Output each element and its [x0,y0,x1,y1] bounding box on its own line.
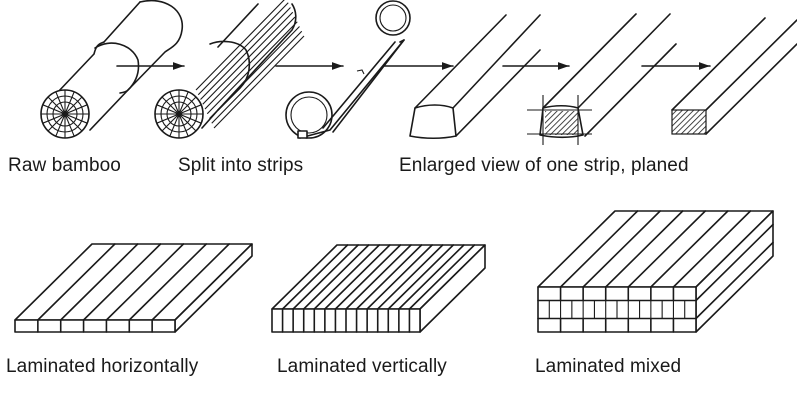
spoke-line [47,96,66,115]
spoke-line [42,113,66,124]
strip-line [213,35,305,129]
strip-line [209,26,300,119]
board-strip-line [292,244,359,310]
strip-line [206,21,298,115]
board-strip-line [650,210,729,288]
spoke-line [161,113,180,132]
spoke-line [178,91,189,115]
label-laminated-horizontally: Laminated horizontally [6,356,199,377]
board-strip-line [398,244,465,310]
board-strip-line [627,210,707,288]
spoke-line [178,96,197,115]
spoke-line [178,113,189,137]
strip-line [200,7,291,100]
board-strip-line [313,244,381,310]
board-strip-line [355,244,423,310]
board-strip-line [105,243,185,321]
board-strip-line [302,244,370,310]
spoke-line [64,96,83,115]
board-strip-line [345,244,412,310]
board-strip-line [334,244,402,310]
board-strip-line [582,210,661,288]
spoke-line [178,113,202,124]
layer-side-line [695,223,774,302]
label-raw-bamboo: Raw bamboo [8,155,121,176]
spoke-line [161,96,180,115]
board-strip-line [408,244,476,310]
strip-line [202,11,294,105]
spoke-line [55,91,66,115]
board-strip-line [559,210,639,288]
laminated-horizontally-board [14,243,253,333]
label-laminated-mixed: Laminated mixed [535,356,682,377]
board-front-face [14,319,176,333]
spoke-line [64,113,88,124]
board-strip-line [128,243,208,321]
board-strip-line [376,244,444,310]
bamboo-cross-section [40,89,90,139]
board-strip-line [672,210,752,288]
final-strip-illustration [671,17,797,135]
spoke-line [178,113,197,132]
strip-line [204,16,296,110]
board-strip-line [366,244,433,310]
spoke-line [178,104,202,115]
spoke-line [42,104,66,115]
spoke-line [64,104,88,115]
spoke-line [156,113,180,124]
strip-line [197,2,289,96]
strip-line [211,30,303,124]
laminated-mixed-board [537,210,774,333]
spoke-line [55,113,66,137]
label-laminated-vertically: Laminated vertically [277,356,447,377]
split-bamboo-illustration [154,0,305,139]
spoke-line [64,113,83,132]
label-enlarged-strip: Enlarged view of one strip, planed [399,155,689,176]
raw-bamboo-illustration [40,0,183,139]
spoke-line [169,113,180,137]
spoke-line [169,91,180,115]
rough-strip-illustration [409,14,541,140]
layer-side-line [695,241,774,320]
split-cross-section [154,89,204,139]
planing-strip-illustration [527,13,677,145]
board-strip-line [281,244,349,310]
board-strip-line [324,244,391,310]
laminated-vertically-board [271,244,486,333]
spoke-line [47,113,66,132]
label-split-into-strips: Split into strips [178,155,304,176]
spoke-line [64,113,75,137]
board-strip-line [387,244,455,310]
board-strip-line [82,243,162,321]
spoke-line [64,91,75,115]
strip-line [195,0,285,91]
board-strip-line [151,243,230,321]
spoke-line [156,104,180,115]
board-strip-line [604,210,684,288]
board-strip-line [59,243,139,321]
board-strip-line [37,243,116,321]
strip-peeling-illustration [285,0,411,139]
